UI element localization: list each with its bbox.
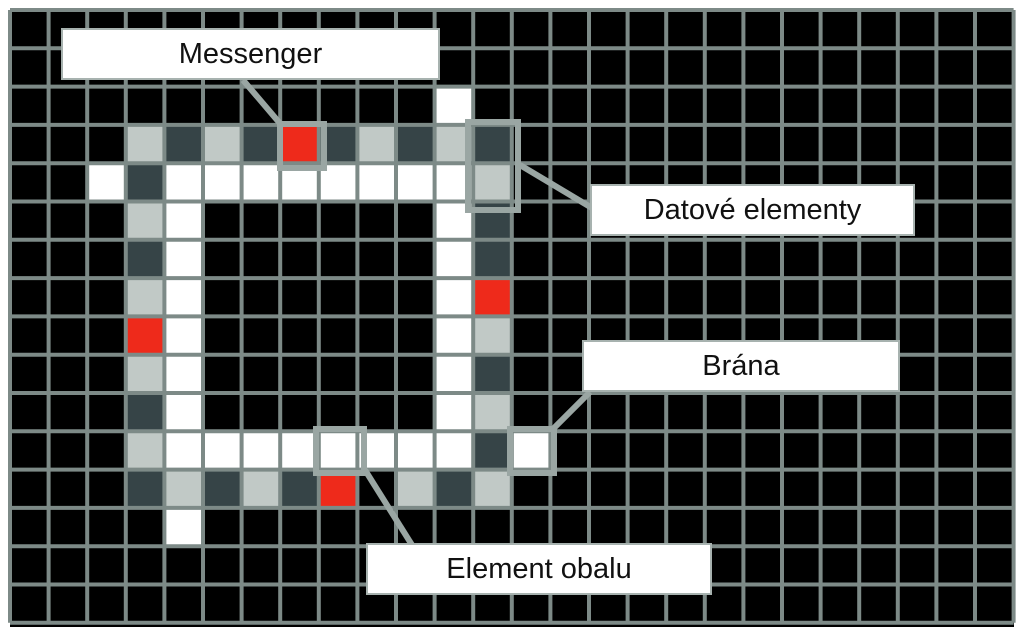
cell-red: [125, 316, 165, 355]
messenger-highlight-frame: [277, 121, 327, 171]
cell-white: [164, 163, 203, 202]
cell-dark: [125, 393, 165, 432]
cell-white: [164, 431, 203, 470]
cell-white: [396, 431, 435, 470]
cell-white: [241, 163, 281, 202]
cell-dark: [473, 431, 512, 470]
messenger-leader-line: [240, 78, 286, 129]
cell-light: [473, 163, 512, 202]
cell-white: [164, 507, 203, 547]
cell-white: [511, 431, 551, 470]
cell-white: [434, 354, 474, 393]
cells-layer: [87, 86, 551, 547]
envelope-element-highlight-frame: [313, 426, 367, 476]
cell-light: [357, 124, 396, 164]
cell-dark: [434, 469, 474, 508]
cell-dark: [280, 469, 319, 508]
cell-red: [473, 278, 512, 317]
data-elements-highlight-frame: [465, 119, 521, 213]
cell-white: [280, 431, 319, 470]
cell-light: [125, 124, 165, 164]
cell-light: [164, 469, 203, 508]
cell-light: [125, 354, 165, 393]
cell-dark: [473, 239, 512, 279]
cell-light: [125, 201, 165, 240]
cell-light: [473, 393, 512, 432]
cell-dark: [203, 469, 242, 508]
cell-light: [125, 431, 165, 470]
cell-light: [125, 278, 165, 317]
callouts-layer: [240, 78, 594, 547]
cell-dark: [125, 239, 165, 279]
cell-dark: [125, 163, 165, 202]
cell-white: [434, 393, 474, 432]
cell-white: [87, 163, 126, 202]
cell-white: [434, 239, 474, 279]
data-elements-leader-line: [518, 162, 594, 211]
cell-dark: [473, 124, 512, 164]
cell-white: [434, 86, 474, 125]
cell-light: [396, 469, 435, 508]
cell-white: [164, 316, 203, 355]
cell-white: [164, 393, 203, 432]
cell-red: [280, 124, 319, 164]
cell-dark: [396, 124, 435, 164]
cell-white: [164, 278, 203, 317]
envelope-element-leader-line: [362, 468, 415, 547]
envelope-element-label: Element obalu: [366, 543, 712, 595]
cell-white: [164, 201, 203, 240]
cell-light: [241, 469, 281, 508]
cell-dark: [241, 124, 281, 164]
cell-white: [434, 316, 474, 355]
cell-light: [473, 469, 512, 508]
cell-white: [318, 431, 358, 470]
cell-white: [396, 163, 435, 202]
cell-dark: [164, 124, 203, 164]
gate-highlight-frame: [507, 426, 557, 476]
cell-white: [241, 431, 281, 470]
cell-light: [203, 124, 242, 164]
messenger-label: Messenger: [61, 28, 440, 80]
cell-dark: [125, 469, 165, 508]
cell-light: [473, 316, 512, 355]
gate-label: Brána: [582, 340, 900, 392]
cell-white: [164, 354, 203, 393]
cell-dark: [473, 354, 512, 393]
cell-white: [434, 278, 474, 317]
gate-leader-line: [549, 389, 593, 433]
cell-white: [203, 163, 242, 202]
cell-white: [164, 239, 203, 279]
cell-white: [203, 431, 242, 470]
data-elements-label: Datové elementy: [590, 184, 915, 236]
cell-white: [434, 431, 474, 470]
cell-white: [357, 163, 396, 202]
